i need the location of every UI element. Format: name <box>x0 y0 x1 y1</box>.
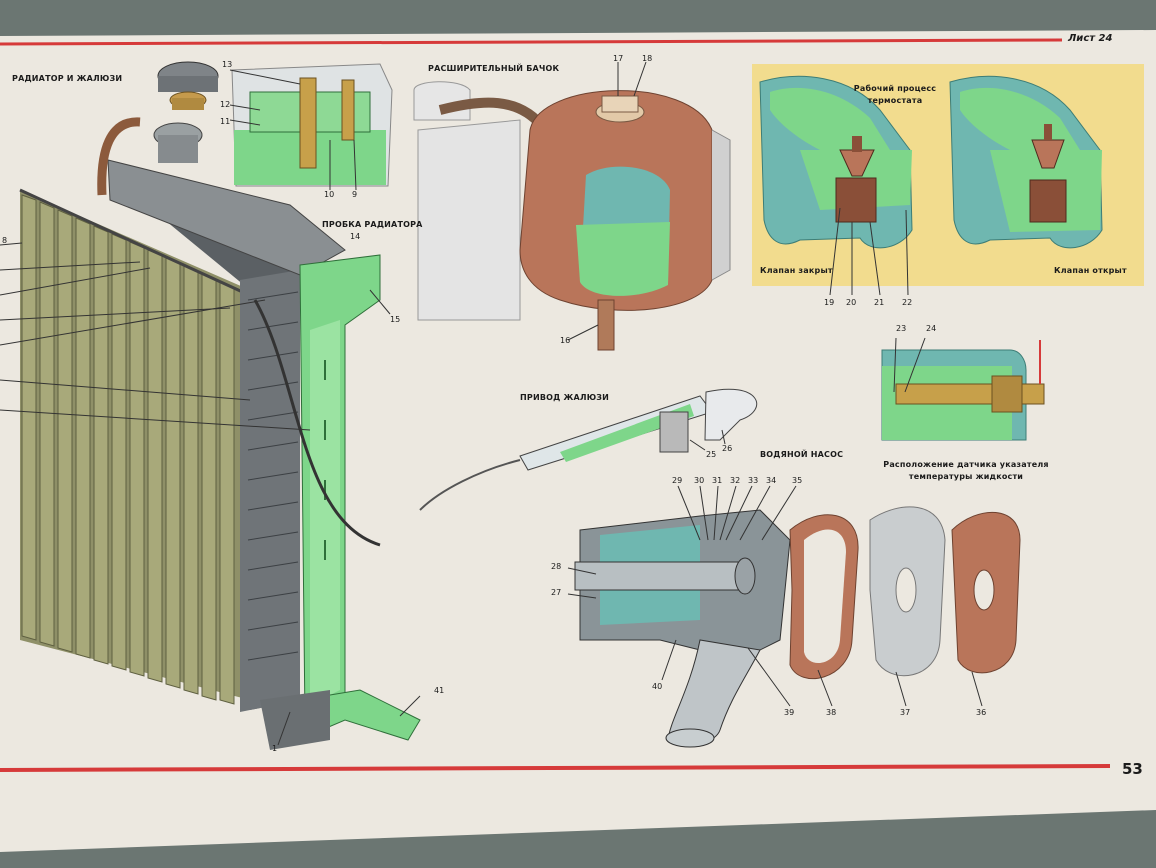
water-pump-illustration <box>567 485 1021 748</box>
radiator-leader-lines <box>0 242 421 746</box>
sheet-label: Лист 24 <box>1068 33 1113 44</box>
callout-26: 26 <box>722 444 733 453</box>
bottom-red-rule <box>0 764 1111 772</box>
callout-21: 21 <box>874 298 885 307</box>
callout-34: 34 <box>766 476 777 485</box>
expansion-tank-illustration <box>413 61 731 351</box>
radiator-title: РАДИАТОР И ЖАЛЮЗИ <box>12 74 123 83</box>
callout-24: 24 <box>926 324 937 333</box>
radiator-cap-illustration <box>157 61 219 110</box>
callout-8: 8 <box>2 236 8 245</box>
callout-27: 27 <box>551 588 562 597</box>
callout-16: 16 <box>560 336 571 345</box>
radiator-cap-title: ПРОБКА РАДИАТОРА <box>322 220 423 229</box>
callout-1: 1 <box>272 744 278 753</box>
valve-closed-label: Клапан закрыт <box>760 266 833 275</box>
thermostat-title-line2: термостата <box>867 96 923 105</box>
overflow-hose <box>97 117 141 196</box>
shutter-drive-illustration <box>419 388 758 511</box>
callout-36: 36 <box>976 708 987 717</box>
callout-35: 35 <box>792 476 803 485</box>
radiator-assembly <box>0 117 421 750</box>
callout-32: 32 <box>730 476 741 485</box>
shutter-drive-title: ПРИВОД ЖАЛЮЗИ <box>520 393 610 402</box>
callout-28: 28 <box>551 562 562 571</box>
callout-37: 37 <box>900 708 911 717</box>
callout-13: 13 <box>222 60 233 69</box>
shutter-cable <box>253 299 381 547</box>
radiator-cap-cutaway <box>229 63 393 191</box>
callout-25: 25 <box>706 450 717 459</box>
callout-30: 30 <box>694 476 705 485</box>
callout-12: 12 <box>220 100 231 109</box>
callout-18: 18 <box>642 54 653 63</box>
callout-40: 40 <box>652 682 663 691</box>
sensor-caption-line2: температуры жидкости <box>908 472 1024 481</box>
thermostat-panel <box>752 64 1144 296</box>
callout-31: 31 <box>712 476 723 485</box>
callout-19: 19 <box>824 298 835 307</box>
expansion-tank-title: РАСШИРИТЕЛЬНЫЙ БАЧОК <box>428 64 560 73</box>
page-number: 53 <box>1122 760 1143 778</box>
callout-9: 9 <box>352 190 358 199</box>
callout-11: 11 <box>220 117 231 126</box>
callout-23: 23 <box>896 324 907 333</box>
callout-22: 22 <box>902 298 913 307</box>
callout-29: 29 <box>672 476 683 485</box>
callout-38: 38 <box>826 708 837 717</box>
valve-open-label: Клапан открыт <box>1054 266 1127 275</box>
callout-39: 39 <box>784 708 795 717</box>
callout-14: 14 <box>350 232 361 241</box>
water-pump-title: ВОДЯНОЙ НАСОС <box>760 450 844 459</box>
callout-41: 41 <box>434 686 445 695</box>
callout-15: 15 <box>390 315 401 324</box>
callout-17: 17 <box>613 54 624 63</box>
top-red-rule <box>0 38 1063 46</box>
temperature-sensor-illustration <box>881 337 1045 441</box>
sensor-caption-line1: Расположение датчика указателя <box>883 460 1049 469</box>
callout-10: 10 <box>324 190 335 199</box>
radiator-shutters <box>19 188 261 705</box>
callout-20: 20 <box>846 298 857 307</box>
callout-33: 33 <box>748 476 759 485</box>
thermostat-title-line1: Рабочий процесс <box>853 84 937 93</box>
